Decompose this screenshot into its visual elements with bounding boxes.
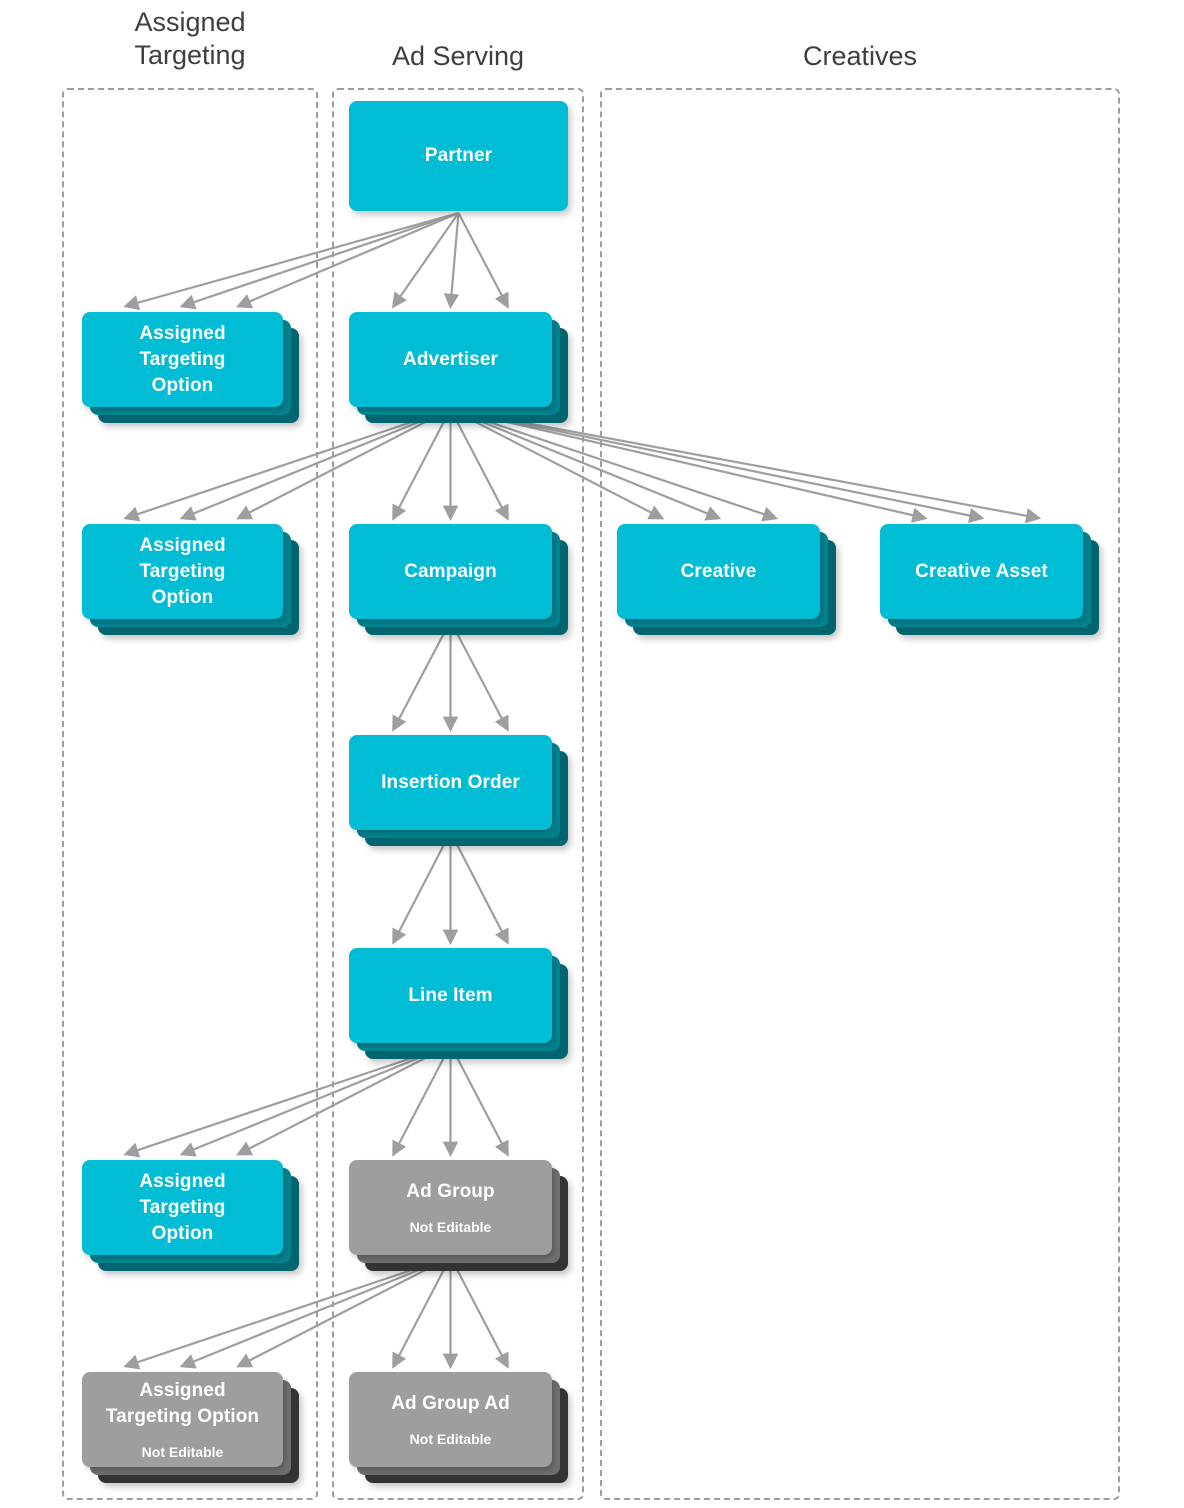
- node-title-line: Option: [151, 586, 214, 608]
- node-title: Insertion Order: [381, 770, 520, 796]
- node-title: Ad Group: [406, 1179, 494, 1205]
- node-line-item[interactable]: Line Item: [349, 948, 572, 1063]
- column-header-line2: Targeting: [134, 40, 246, 70]
- node-insertion-order[interactable]: Insertion Order: [349, 735, 572, 850]
- node-title-line: Targeting: [139, 348, 226, 370]
- column-header-line1: Ad Serving: [391, 41, 525, 71]
- node-creative-asset[interactable]: Creative Asset: [880, 524, 1103, 639]
- node-title: Advertiser: [403, 347, 498, 373]
- node-title: Creative Asset: [915, 559, 1048, 585]
- node-title-line: Option: [151, 374, 214, 396]
- column-header-line1: Creatives: [802, 41, 918, 71]
- node-title-line: Assigned: [139, 1380, 226, 1401]
- node-title-line: Advertiser: [403, 348, 498, 370]
- node-title-line: Campaign: [404, 560, 497, 582]
- node-subtitle-not-editable: Not Editable: [409, 1219, 492, 1235]
- node-ad-group-ad[interactable]: Ad Group Ad Not Editable: [349, 1372, 572, 1487]
- node-creative[interactable]: Creative: [617, 524, 840, 639]
- lane-assigned-targeting: [62, 88, 318, 1500]
- column-header-ad-serving: Ad Serving: [332, 40, 584, 73]
- node-title-line: Insertion Order: [381, 771, 520, 793]
- column-header-line1: Assigned: [134, 7, 246, 37]
- node-title-line: Line Item: [408, 984, 493, 1006]
- node-card-partner[interactable]: Partner: [349, 101, 568, 211]
- node-subtitle-not-editable: Not Editable: [409, 1431, 492, 1447]
- node-subtitle-not-editable: Not Editable: [141, 1444, 224, 1460]
- node-advertiser[interactable]: Advertiser: [349, 312, 572, 427]
- lane-creatives: [600, 88, 1120, 1500]
- node-card-ad-group-ad[interactable]: Ad Group Ad Not Editable: [349, 1372, 552, 1467]
- node-title-line: Partner: [424, 145, 493, 166]
- node-title-line: Targeting: [139, 560, 226, 582]
- node-title-line: Option: [151, 1222, 214, 1244]
- node-card-creative[interactable]: Creative: [617, 524, 820, 619]
- node-title-line: Creative Asset: [915, 560, 1048, 582]
- column-header-creatives: Creatives: [600, 40, 1120, 73]
- node-title-line: Assigned: [139, 534, 226, 556]
- node-partner[interactable]: Partner: [349, 101, 588, 231]
- node-title: Partner: [425, 143, 492, 169]
- node-title-line: Assigned: [139, 322, 226, 344]
- node-card-insertion-order[interactable]: Insertion Order: [349, 735, 552, 830]
- node-card-line-item[interactable]: Line Item: [349, 948, 552, 1043]
- node-title-line: Ad Group Ad: [391, 1393, 510, 1414]
- node-title: Creative: [681, 559, 757, 585]
- node-title: Line Item: [408, 983, 492, 1009]
- lane-ad-serving: [332, 88, 584, 1500]
- node-title-line: Assigned: [139, 1170, 226, 1192]
- node-campaign[interactable]: Campaign: [349, 524, 572, 639]
- node-title: Ad Group Ad: [391, 1391, 510, 1417]
- node-title-line: Creative: [680, 560, 757, 582]
- node-title-line: Targeting Option: [105, 1406, 260, 1427]
- node-title-line: Ad Group: [406, 1181, 495, 1202]
- node-card-advertiser[interactable]: Advertiser: [349, 312, 552, 407]
- node-card-creative-asset[interactable]: Creative Asset: [880, 524, 1083, 619]
- node-card-campaign[interactable]: Campaign: [349, 524, 552, 619]
- node-title-line: Targeting: [139, 1196, 226, 1218]
- node-title: Campaign: [404, 559, 497, 585]
- column-header-assigned-targeting: Assigned Targeting: [62, 6, 318, 72]
